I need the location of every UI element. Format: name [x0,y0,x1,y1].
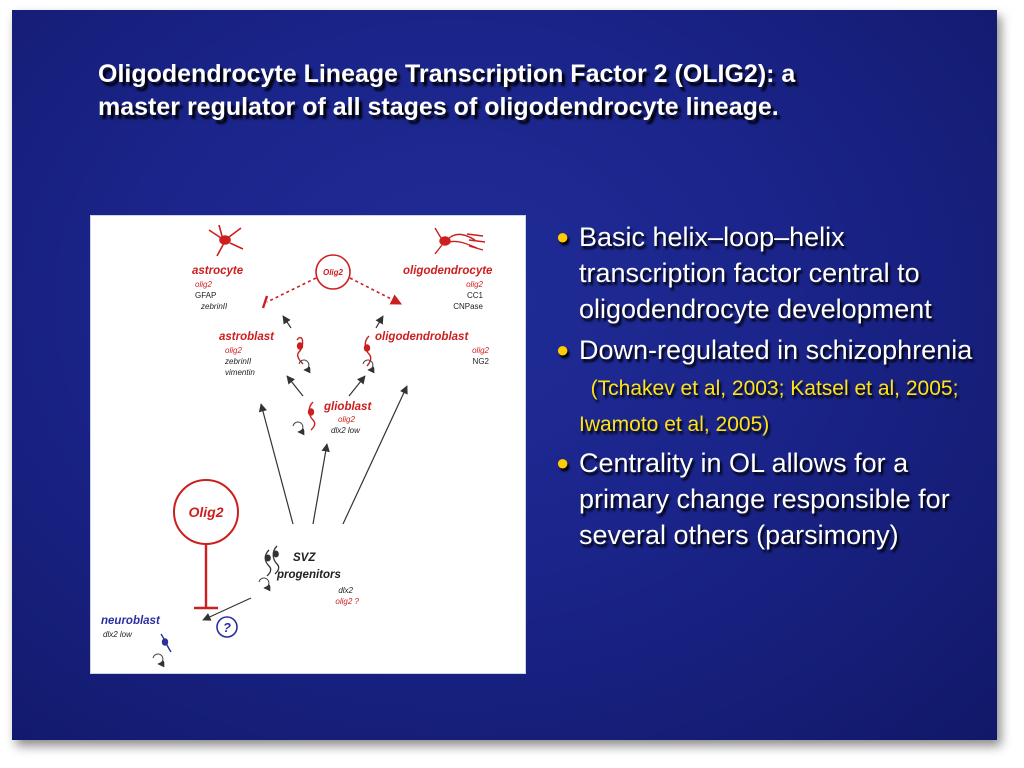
oligodendrocyte-label: oligodendrocyte [403,265,493,277]
astrocyte-marker-zebrin: zebrinII [200,302,228,311]
oligodendroblast-to-oligodendrocyte-arrow [375,315,384,329]
glioblast-label: glioblast [323,401,372,413]
oligodendrocyte-marker-cnpase: CNPase [453,302,483,311]
neuroblast-cell-icon [160,633,172,653]
olig2-lineage-diagram: Olig2 astrocyte olig2 GFAP zebrinII olig… [90,215,526,674]
glioblast-to-astroblast-arrow [286,375,304,397]
glioblast-marker-dlx2: dlx2 low [331,426,361,435]
bullet-item-schizophrenia: ● Down-regulated in schizophrenia (Tchak… [552,332,992,440]
slide-title: Oligodendrocyte Lineage Transcription Fa… [98,60,796,121]
svz-to-glioblast-arrow [312,443,330,525]
oligodendroblast-cell-icon [363,335,372,367]
glioblast-self-renew-icon [292,421,305,436]
olig2-large-label: Olig2 [188,504,223,520]
astrocyte-marker-gfap: GFAP [195,291,216,300]
astroblast-olig2: olig2 [225,346,242,355]
svz-progenitors-label: progenitors [276,569,341,581]
oligodendrocyte-cell-icon [434,227,486,255]
olig2-regulator-small: Olig2 [315,254,351,290]
neuroblast-self-renew-icon [152,653,165,668]
bullet-item-bhlh: ● Basic helix–loop–helix transcription f… [552,219,992,327]
olig2-regulator-large: Olig2 [173,479,239,545]
oligodendroblast-olig2: olig2 [472,346,489,355]
glioblast-olig2: olig2 [338,415,355,424]
bullet-text: Down-regulated in schizophrenia [579,335,973,365]
astroblast-marker-zebrin: zebrinII [224,357,252,366]
bullet-text: Centrality in OL allows for a primary ch… [579,448,950,550]
bullet-dot: ● [556,337,570,362]
lineage-diagram-svg: Olig2 astrocyte olig2 GFAP zebrinII olig… [101,224,493,668]
bullet-item-centrality: ● Centrality in OL allows for a primary … [552,445,992,553]
astrocyte-label: astrocyte [192,265,244,277]
svz-to-oligodendroblast-arrow [342,385,408,525]
oligodendrocyte-marker-cc1: CC1 [467,291,484,300]
olig2-small-label: Olig2 [323,268,344,277]
astroblast-label: astroblast [219,331,275,343]
bullet-dot: ● [556,450,570,475]
svz-olig2: olig2 ? [335,597,359,606]
unknown-mechanism-icon: ? [216,616,238,638]
svz-self-renew-icon [258,577,271,592]
oligodendroblast-self-renew-icon [362,359,375,374]
astroblast-self-renew-icon [298,359,311,374]
olig2-promotes-oligodendrocyte-line [349,277,402,305]
oligodendroblast-label: oligodendroblast [375,331,469,343]
svz-to-astroblast-arrow [258,403,294,525]
neuroblast-marker-dlx2: dlx2 low [103,630,133,639]
glioblast-cell-icon [307,401,316,431]
citation: (Tchakev et al, 2003; Katsel et al, 2005… [579,377,959,436]
svz-label: SVZ [293,552,316,564]
svz-marker-dlx2: dlx2 [338,586,353,595]
olig2-inhibits-astrocyte-line [266,277,317,303]
svz-progenitor-cells-icon [264,545,280,577]
astroblast-to-astrocyte-arrow [282,315,292,329]
question-mark: ? [223,620,231,635]
oligodendroblast-marker-ng2: NG2 [473,357,490,366]
slide: Oligodendrocyte Lineage Transcription Fa… [12,10,997,740]
inhibition-bar-astrocyte [261,295,269,309]
bullet-dot: ● [556,224,570,249]
svz-to-neuroblast-arrow [202,597,252,621]
glioblast-to-oligodendroblast-arrow [348,375,366,397]
bullet-text: Basic helix–loop–helix transcription fac… [579,222,932,324]
oligodendrocyte-olig2: olig2 [466,280,483,289]
bullet-list: ● Basic helix–loop–helix transcription f… [552,219,992,558]
astrocyte-olig2: olig2 [195,280,212,289]
astroblast-marker-vimentin: vimentin [225,368,255,377]
neuroblast-label: neuroblast [101,615,161,627]
astrocyte-cell-icon [208,224,244,257]
